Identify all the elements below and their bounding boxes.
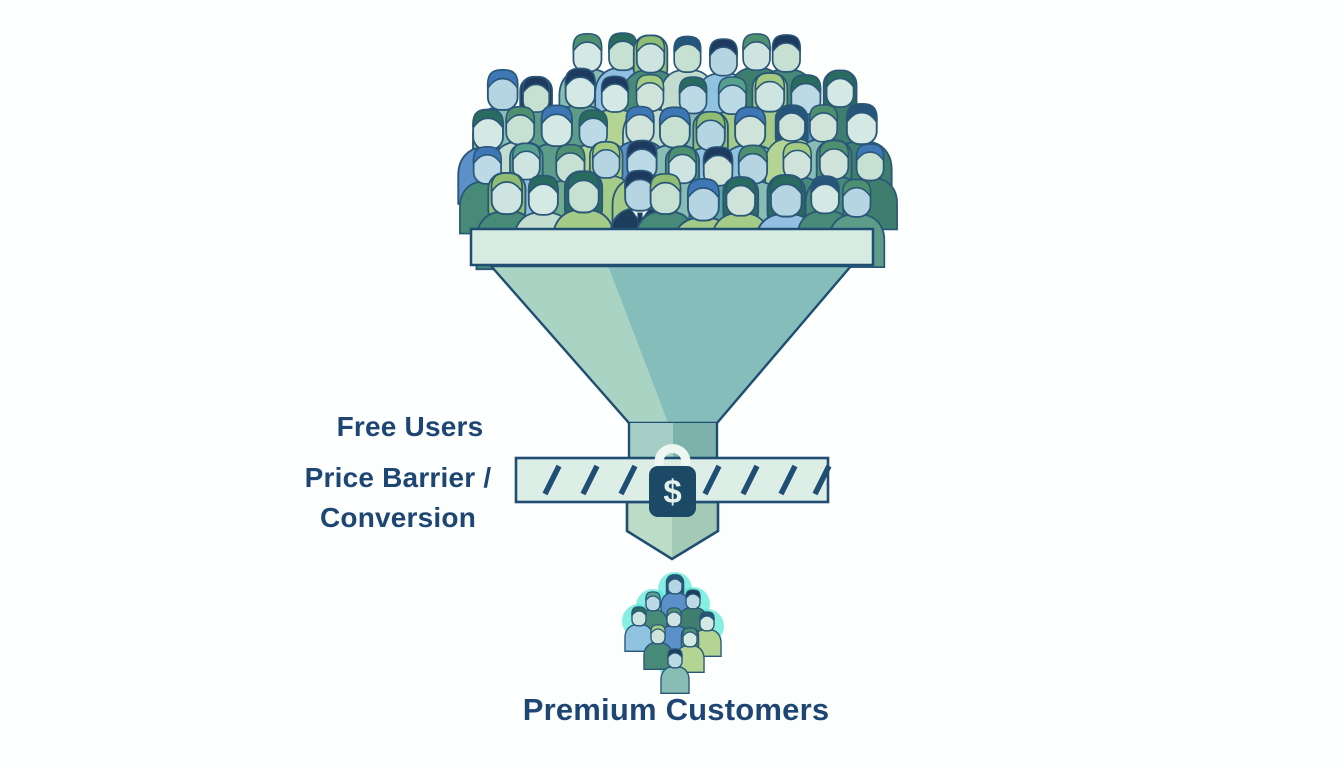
price-barrier-label-line1: Price Barrier / (304, 462, 492, 493)
slash-mark (580, 464, 600, 496)
slash-mark (778, 464, 798, 496)
slash-mark (702, 464, 722, 496)
funnel-body (488, 264, 854, 425)
free-users-label: Free Users (336, 411, 484, 442)
premium-customers-label: Premium Customers (522, 692, 830, 727)
funnel-body-right (608, 266, 851, 423)
slash-mark (812, 464, 832, 496)
slash-mark (542, 464, 562, 496)
premium-person-icon (660, 648, 690, 694)
premium-person-icon (624, 606, 654, 652)
funnel-neck-outline (627, 423, 719, 459)
price-barrier-label-line2: Conversion (319, 502, 477, 533)
free-users-crowd (457, 32, 898, 278)
funnel-rim (469, 227, 875, 267)
price-lock: $ (649, 444, 696, 517)
slash-mark (740, 464, 760, 496)
premium-customers-cluster (622, 572, 724, 694)
funnel-neck (627, 423, 719, 459)
premium-person-icon (675, 627, 705, 673)
price-barrier-label: Price Barrier / Conversion (238, 458, 558, 538)
funnel-body-left (491, 266, 668, 423)
slash-mark (618, 464, 638, 496)
lock-body (649, 466, 696, 517)
lock-shackle (654, 444, 691, 474)
dollar-icon: $ (663, 473, 681, 510)
barrier-slash-marks (542, 464, 832, 496)
